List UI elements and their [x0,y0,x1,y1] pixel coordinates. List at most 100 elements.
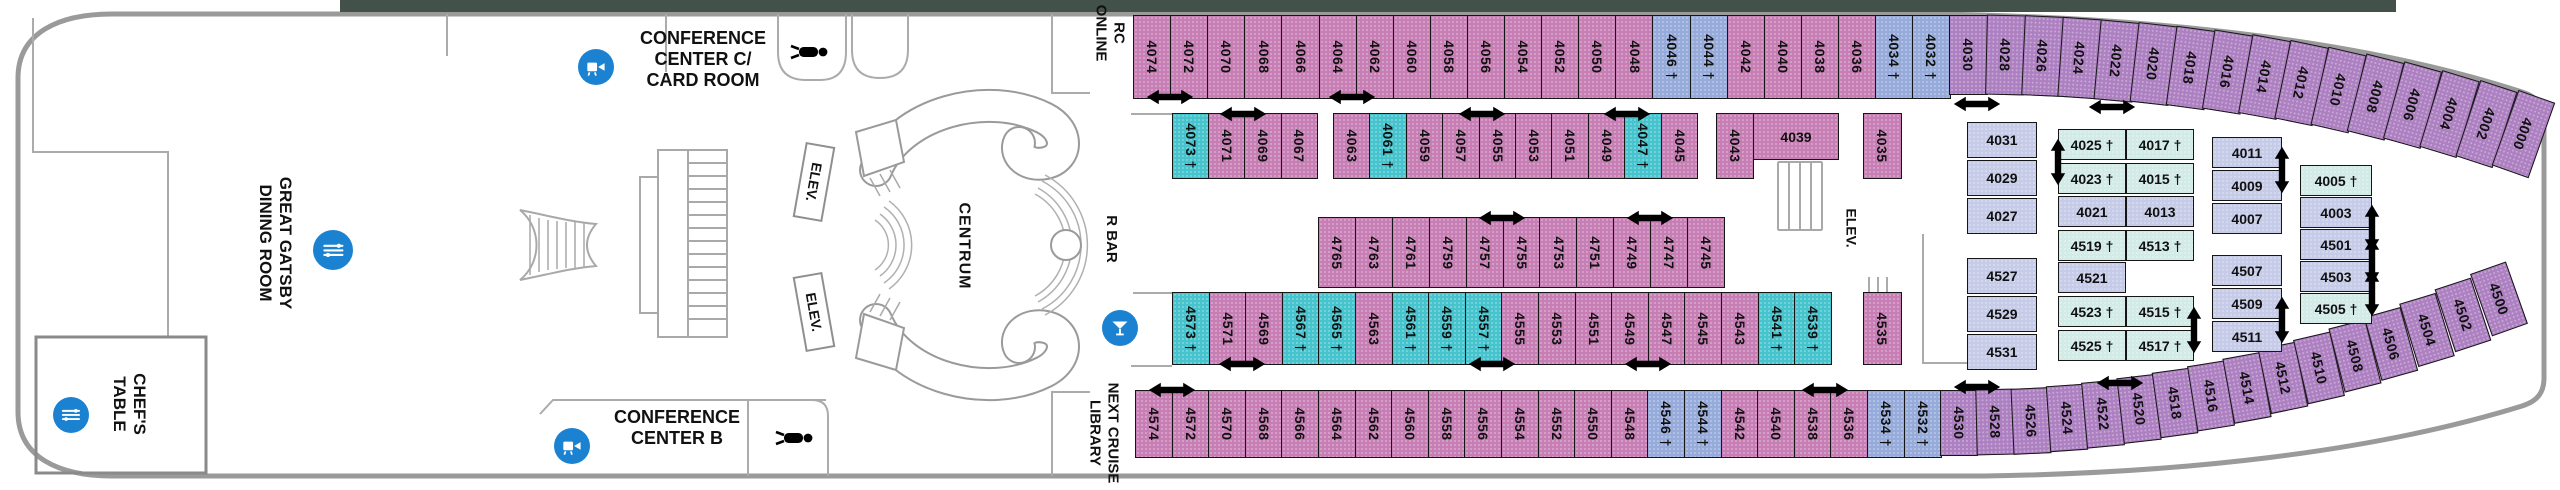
cabin-4048: 4048 [1615,15,1654,99]
cabin-number: 4027 [1986,208,2018,224]
cabin-number: 4565 † [1329,305,1346,352]
cabin-number: 4072 [1181,40,1198,74]
cabin-4568: 4568 [1244,390,1283,458]
cabin-number: 4061 † [1380,123,1397,169]
dining-icon [53,397,89,433]
connecting-rooms-arrow [2087,99,2137,115]
cabin-4051: 4051 [1551,113,1590,179]
cabin-4572: 4572 [1171,390,1210,458]
cabin-4546: 4546 † [1647,390,1686,458]
cabin-4574: 4574 [1135,390,1174,458]
connecting-rooms-arrow [1477,210,1527,226]
cabin-4513: 4513 † [2126,230,2194,261]
cabin-number: 4007 [2231,210,2263,227]
cabin-number: 4532 † [1914,401,1931,447]
cabin-4035: 4035 [1863,113,1902,179]
cabin-number: 4502 [2449,296,2476,334]
cabin-4013: 4013 [2126,196,2194,227]
connecting-rooms-arrow [1800,382,1850,398]
cabin-4057: 4057 [1442,113,1481,179]
cabin-number: 4564 [1329,407,1346,441]
cabin-4554: 4554 [1501,390,1540,458]
cabin-4049: 4049 [1587,113,1626,179]
cabin-number: 4519 † [2070,237,2114,254]
cabin-number: 4022 [2106,43,2126,78]
connecting-rooms-arrow [2033,138,2083,186]
cabin-4061: 4061 † [1369,113,1408,179]
cabin-number: 4012 [2290,65,2313,102]
cabin-number: 4749 [1624,235,1641,270]
cabin-number: 4552 [1548,407,1565,441]
chefs-table-room [34,335,208,475]
cabin-number: 4071 [1219,129,1236,163]
fan-structure [519,209,599,281]
cabin-4532: 4532 † [1903,390,1942,458]
cabin-number: 4074 [1144,40,1161,74]
adjacent-deck-sliver [340,0,2396,12]
cabin-4562: 4562 [1354,390,1393,458]
cabin-number: 4529 [1986,306,2018,322]
cabin-4055: 4055 [1478,113,1517,179]
cabin-number: 4009 [2231,177,2263,194]
cabin-4755: 4755 [1502,217,1541,288]
cabin-4060: 4060 [1392,15,1432,99]
cabin-number: 4751 [1587,235,1604,270]
cabin-number: 4745 [1698,235,1715,270]
cabin-number: 4561 † [1402,305,1419,352]
cabin-number: 4031 [1986,132,2018,148]
cabin-number: 4539 † [1805,305,1822,352]
cabin-4053: 4053 [1515,113,1553,179]
cabin-number: 4032 † [1923,34,1940,80]
cabin-4523: 4523 † [2058,296,2126,327]
cabin-number: 4038 [1812,40,1829,74]
connecting-rooms-arrow [2347,237,2397,285]
cabin-4519: 4519 † [2058,230,2126,261]
cabin-number: 4054 [1515,40,1532,74]
cabin-number: 4029 [1986,170,2018,186]
cabin-4501: 4501 [2300,229,2372,260]
connecting-rooms-arrow [1457,106,1507,122]
cabin-number: 4501 [2320,236,2352,253]
cabin-4544: 4544 † [1684,390,1723,458]
cabin-4555: 4555 [1501,292,1540,365]
connecting-rooms-arrow [1147,382,1197,398]
label-r-bar: R BAR [1102,215,1120,263]
cabin-4763: 4763 [1354,217,1394,288]
cabin-4527: 4527 [1967,258,2037,294]
cabin-number: 4544 † [1695,401,1712,447]
cabin-number: 4553 [1549,311,1566,346]
cabin-number: 4039 [1780,128,1812,145]
cabin-4015: 4015 † [2126,163,2194,194]
cabin-4553: 4553 [1538,292,1577,365]
cabin-number: 4016 [2216,54,2238,90]
cabin-number: 4527 [1986,268,2018,284]
cabin-number: 4556 [1475,407,1492,441]
cabin-4072: 4072 [1170,15,1209,99]
cabin-4007: 4007 [2212,203,2282,234]
label-next-cruise-line2: LIBRARY [1087,399,1104,467]
label-chefs-line1: CHEF'S [130,373,150,435]
cabin-number: 4047 † [1635,123,1652,169]
cabin-number: 4052 [1552,40,1569,74]
cabin-number: 4546 † [1658,401,1675,447]
cabin-number: 4046 † [1663,34,1680,80]
cabin-4003: 4003 [2300,197,2372,228]
cabin-4749: 4749 [1613,217,1652,288]
cabin-number: 4049 [1598,129,1615,163]
cabin-4509: 4509 [2212,288,2282,319]
cabin-number: 4008 [2363,79,2388,116]
cabin-number: 4514 [2235,370,2258,406]
cabin-number: 4503 [2320,268,2352,285]
cabin-number: 4567 † [1292,305,1309,352]
cabin-4029: 4029 [1967,160,2037,196]
cabin-number: 4026 [2033,39,2051,74]
conference-icon [578,49,614,85]
cabin-number: 4062 [1366,40,1383,74]
cabin-4011: 4011 [2212,137,2282,168]
cabin-number: 4066 [1292,40,1309,74]
cabin-4009: 4009 [2212,170,2282,201]
person-icon [787,40,831,69]
label-chefs-line2: TABLE [110,376,129,432]
cabin-number: 4516 [2200,378,2222,414]
cabin-4556: 4556 [1464,390,1503,458]
